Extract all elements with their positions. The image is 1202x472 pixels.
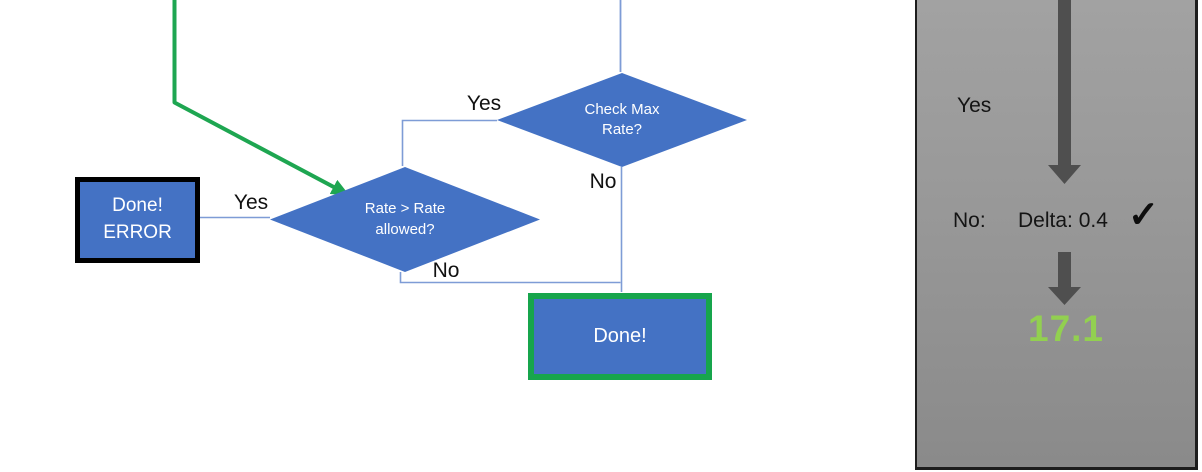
rate-no-label: No <box>432 259 460 282</box>
panel-result-value: 17.1 <box>1027 308 1105 349</box>
decision-rate-allowed-text-line2: allowed? <box>375 220 435 238</box>
check-max-yes-label: Yes <box>466 92 502 115</box>
decision-check-max-rate-text-line2: Rate? <box>601 121 643 138</box>
panel-yes-label: Yes <box>957 94 992 117</box>
done-error-box-line2: ERROR <box>103 222 172 243</box>
check-max-no-label: No <box>589 170 617 193</box>
decision-check-max-rate-text-line1: Check Max <box>584 100 660 118</box>
panel-down-arrow-icon-top <box>1048 0 1081 184</box>
connector-rate-no <box>399 272 621 284</box>
panel-delta-value: Delta: 0.4 <box>1018 209 1108 232</box>
checkmark-icon: ✓ <box>1128 194 1160 235</box>
done-error-box-line1: Done! <box>112 195 163 217</box>
panel-no-label: No: <box>953 209 986 232</box>
done-error-box: Done! ERROR <box>75 177 200 263</box>
done-box: Done! <box>528 293 712 380</box>
panel-down-arrow-icon-bottom <box>1048 252 1081 305</box>
rate-yes-label: Yes <box>233 191 269 214</box>
decision-rate-allowed-text-line1: Rate > Rate <box>364 200 446 218</box>
done-box-label: Done! <box>593 325 647 347</box>
connector-check-max-yes <box>401 119 497 166</box>
side-panel <box>915 0 1198 470</box>
green-flow-path-arrow-icon <box>172 0 350 196</box>
